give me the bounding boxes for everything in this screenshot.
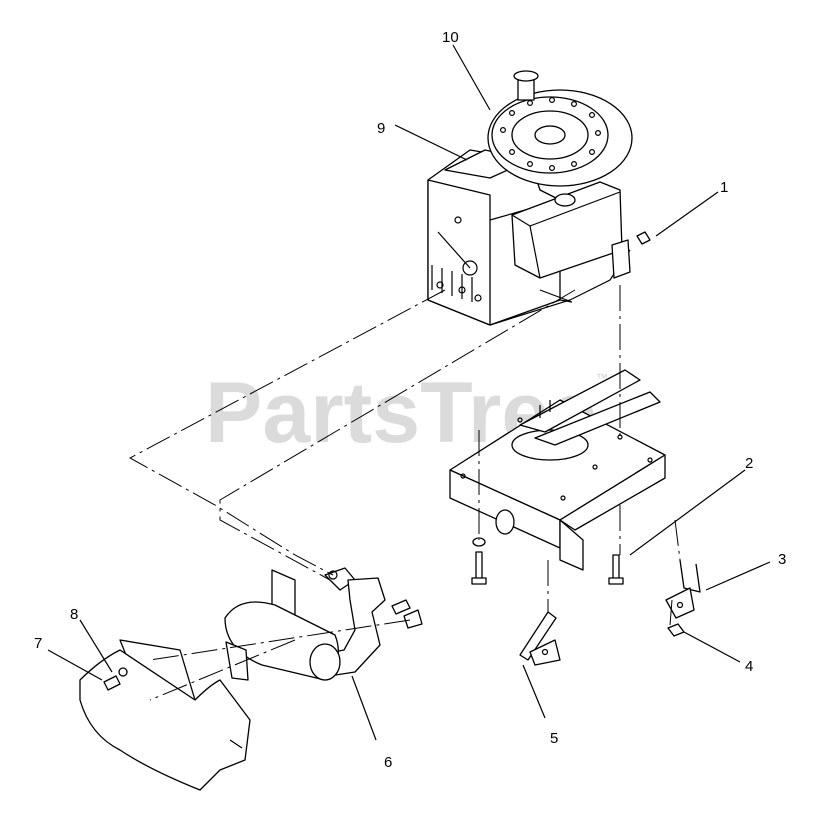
callout-3: 3 <box>778 551 786 568</box>
callout-labels: 1 2 3 4 5 6 7 8 9 10 <box>34 29 786 771</box>
engine <box>427 70 633 326</box>
callout-5: 5 <box>550 730 558 747</box>
alignment-lines <box>128 285 681 701</box>
plate-grommet-hole <box>495 509 515 535</box>
callout-1: 1 <box>720 179 728 196</box>
screw-part-7 <box>103 675 121 691</box>
nut-part-4 <box>667 623 685 637</box>
callout-10: 10 <box>442 29 459 46</box>
callout-9: 9 <box>377 120 385 137</box>
screw-part-1 <box>636 231 651 245</box>
heat-shield <box>79 639 251 791</box>
bracket-part-3 <box>679 559 701 593</box>
leader-lines <box>47 44 771 741</box>
callout-6: 6 <box>384 754 392 771</box>
muffler-assembly <box>224 567 423 681</box>
washer-part-8 <box>118 667 128 677</box>
callout-4: 4 <box>745 658 753 675</box>
callout-2: 2 <box>745 455 753 472</box>
bolt-part-2 <box>612 554 620 582</box>
hardware-fasteners <box>471 231 701 666</box>
callout-7: 7 <box>34 635 42 652</box>
bracket-part-5 <box>519 611 557 661</box>
engine-mounting-plate <box>449 369 666 571</box>
callout-8: 8 <box>70 606 78 623</box>
